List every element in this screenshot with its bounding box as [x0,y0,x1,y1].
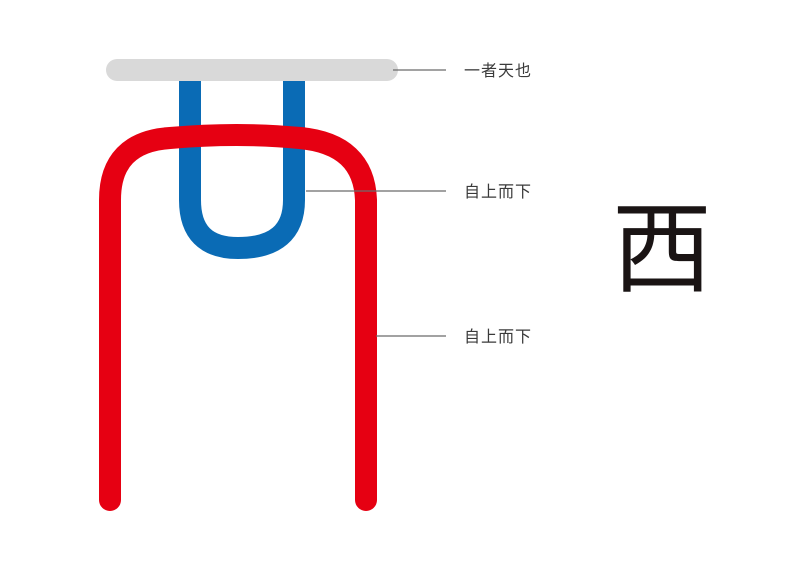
annotation-top-bar: 一者天也 [464,61,533,80]
character-glyph: 西 [612,191,712,308]
blue-u-stroke [179,72,305,260]
annotation-red-arch: 自上而下 [464,327,533,346]
top-bar-stroke [106,59,398,81]
annotation-blue-u: 自上而下 [464,182,533,201]
red-arch-stroke [99,124,377,511]
